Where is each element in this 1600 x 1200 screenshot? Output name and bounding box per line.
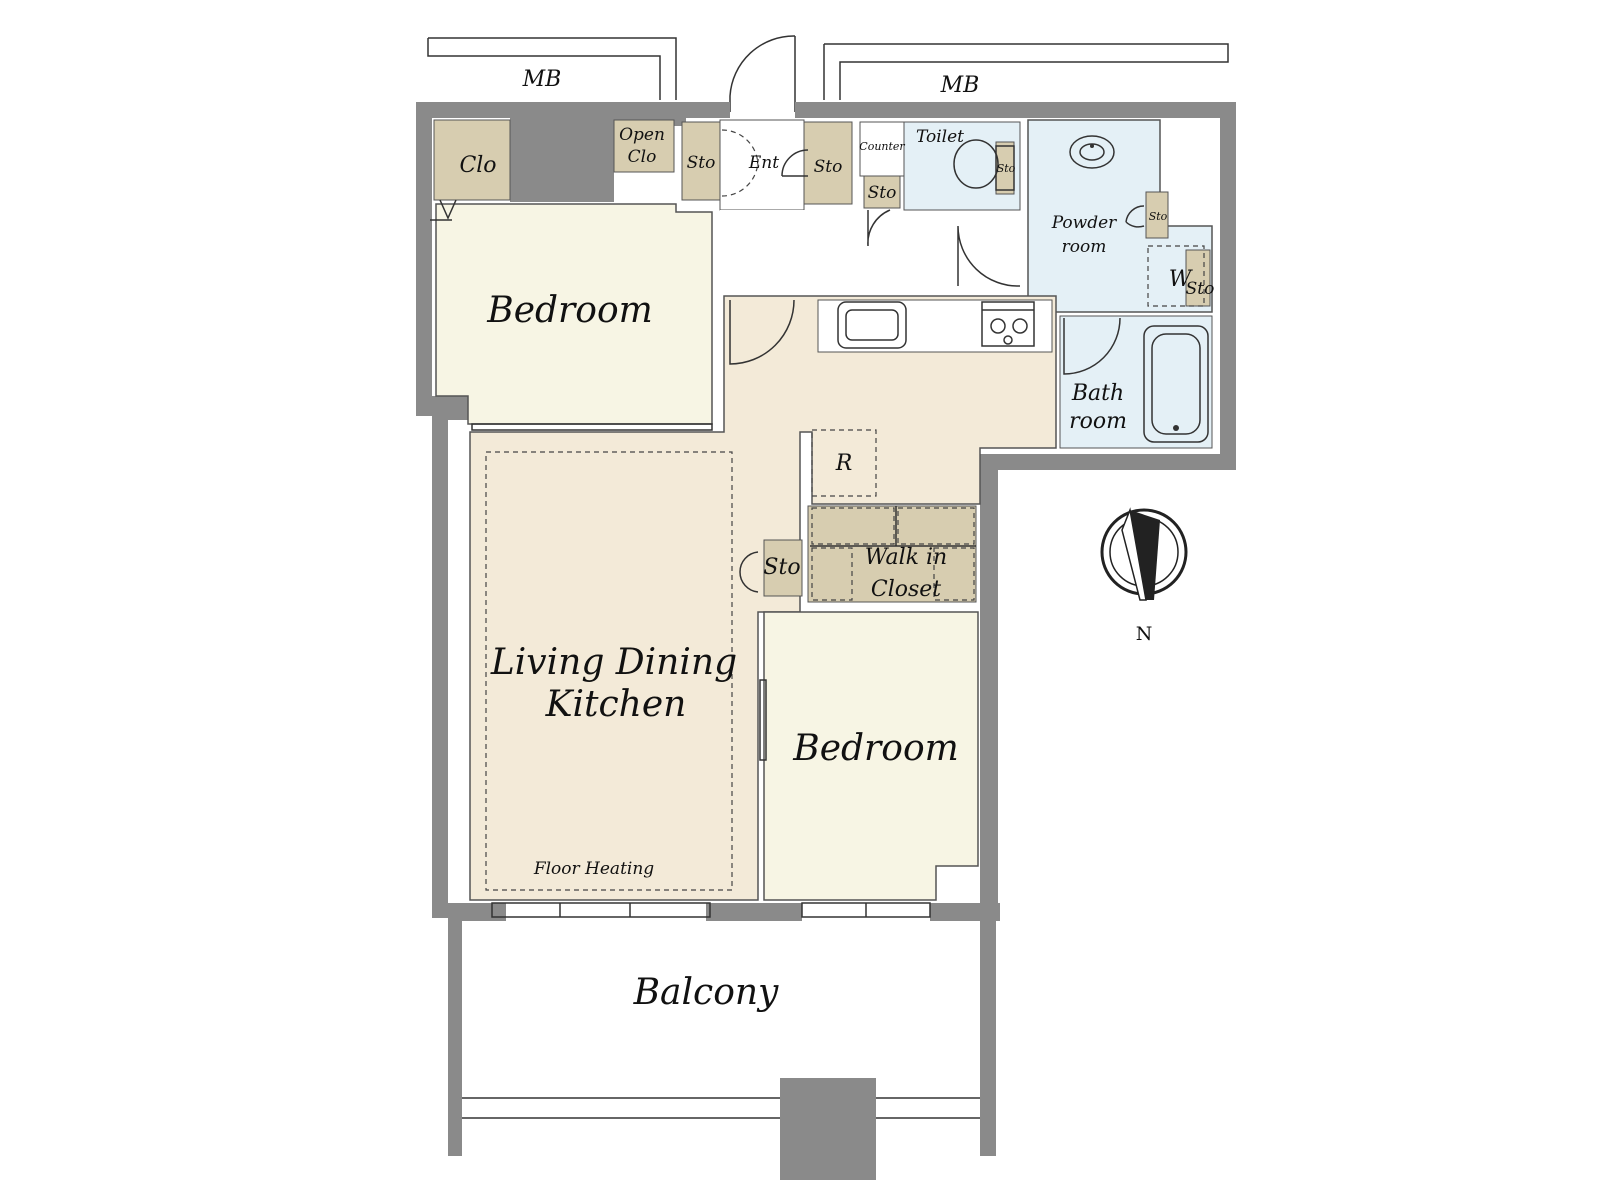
bath-room-label-2: room [1069, 409, 1127, 434]
sto-label-hall: Sto [868, 183, 897, 203]
kitchen-counter [837, 301, 1035, 349]
bedroom-south-label: Bedroom [792, 728, 959, 769]
open-clo-label-1: Open [619, 125, 665, 145]
windows [430, 199, 931, 918]
mb-left-label: MB [522, 67, 562, 92]
toilet-icon [953, 139, 999, 189]
refrigerator-label: R [835, 451, 853, 476]
washer-space [1147, 245, 1205, 307]
mb-right-label: MB [940, 73, 980, 98]
powder-room-label-2: room [1062, 237, 1107, 257]
sto-label-powder: Sto [1149, 210, 1168, 223]
stove-icon [981, 301, 1035, 347]
bathtub-icon [1143, 325, 1209, 443]
bath-room-label-1: Bath [1071, 381, 1124, 406]
bath-fixtures [953, 135, 1209, 443]
exterior-walls [416, 102, 1236, 1180]
powder-room-label-1: Powder [1051, 213, 1117, 233]
floor-heating-label: Floor Heating [533, 859, 654, 879]
sink-icon [837, 301, 907, 349]
counter-label: Counter [859, 140, 905, 153]
ldk-label-2: Kitchen [545, 684, 687, 725]
compass-icon [1100, 507, 1188, 601]
sto-label-toilet: Sto [997, 162, 1016, 175]
washbasin-icon [1069, 135, 1115, 169]
sto-label-washer: Sto [1186, 279, 1215, 299]
sto-label-ldk: Sto [763, 555, 800, 580]
sto-label-entrance-right: Sto [814, 157, 843, 177]
washer-label: W [1169, 267, 1194, 292]
refrigerator-space [811, 429, 877, 497]
compass-north-label: N [1136, 623, 1153, 645]
walk-in-closet-shelves [810, 506, 976, 601]
bedroom-north-label: Bedroom [486, 290, 653, 331]
doors [721, 129, 1145, 593]
ldk-label-1: Living Dining [490, 642, 737, 683]
room-fills [433, 119, 1213, 901]
clo-label: Clo [459, 153, 496, 178]
walk-in-closet-label-2: Closet [871, 577, 941, 602]
toilet-label: Toilet [916, 127, 964, 147]
walk-in-closet-label-1: Walk in [865, 545, 947, 570]
entrance-label: Ent [748, 153, 779, 173]
sto-label-entrance-left: Sto [687, 153, 716, 173]
balcony-label: Balcony [633, 972, 779, 1013]
open-clo-label-2: Clo [628, 147, 657, 167]
